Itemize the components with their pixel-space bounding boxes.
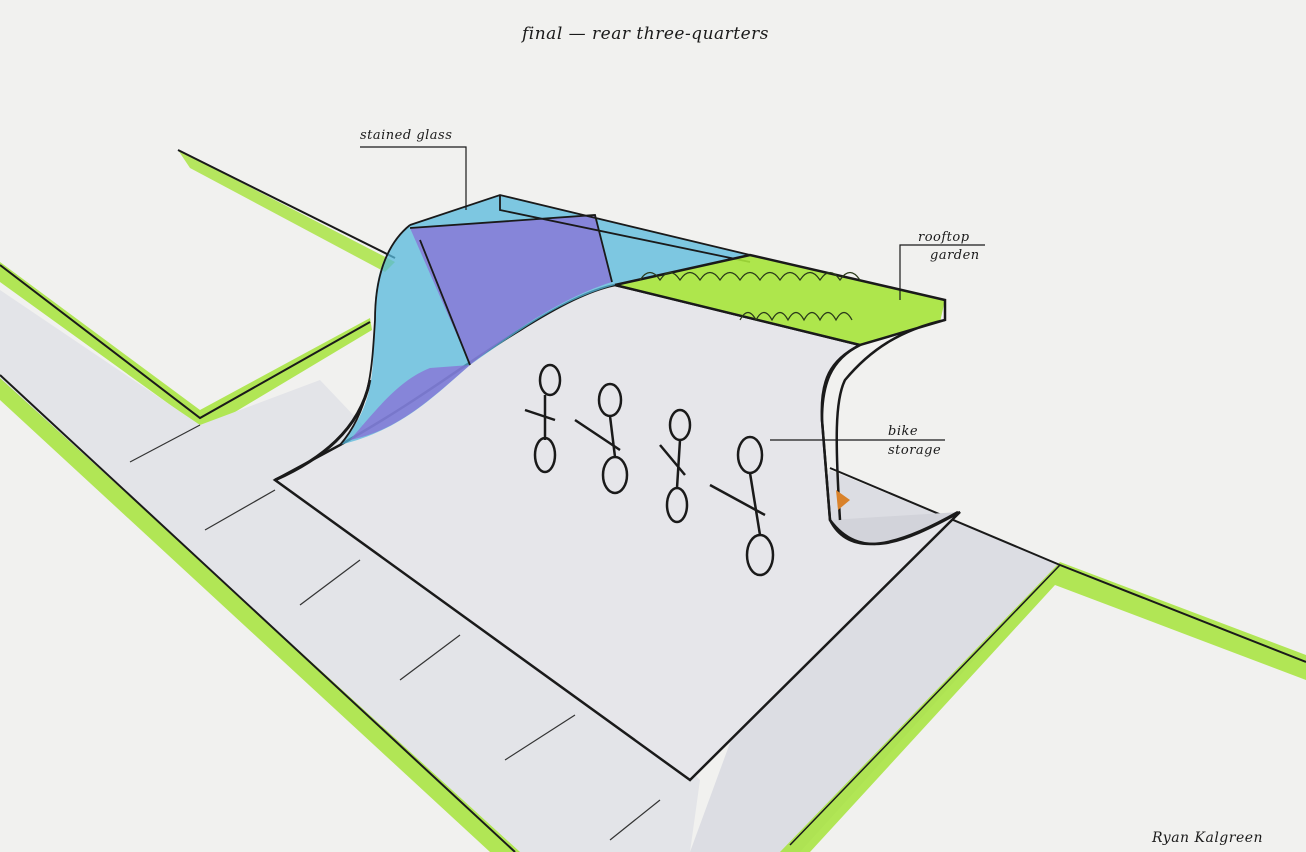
label-bike: bike: [888, 424, 919, 439]
label-garden: garden: [930, 248, 980, 263]
grass-strip-upper-left: [178, 150, 395, 272]
leader-rooftop: [899, 244, 985, 300]
artist-signature: Ryan Kalgreen: [1152, 830, 1264, 846]
bike-icon: [574, 382, 629, 495]
leader-stained-glass: [360, 146, 467, 210]
sketch-title: final — rear three-quarters: [522, 24, 770, 44]
label-stained-glass: stained glass: [360, 128, 453, 143]
bike-icon: [524, 363, 562, 474]
label-rooftop: rooftop: [918, 230, 970, 245]
road-left: [0, 290, 700, 852]
label-storage: storage: [888, 443, 942, 458]
bike-icon: [659, 408, 692, 524]
grass-strip-right: [780, 562, 1306, 852]
stained-glass-purple: [350, 215, 612, 440]
road-right: [690, 470, 1060, 852]
bikes: [524, 363, 775, 577]
bike-icon: [709, 435, 775, 577]
